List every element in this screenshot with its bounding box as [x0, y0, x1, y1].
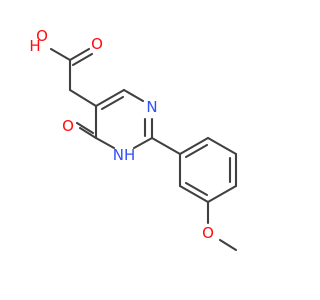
bond-c2-n3 [132, 136, 154, 150]
bond-c-ch2 [68, 88, 98, 108]
bond-ph1-ph2-inner [184, 143, 209, 159]
bond-c2-phenyl [150, 136, 182, 156]
atom-o-carbonyl-acid: O [91, 35, 103, 53]
bond-c-oh [49, 47, 72, 62]
atom-o-hydroxyl: O [36, 27, 48, 45]
bond-ph5-ph6 [178, 184, 210, 204]
canvas-background [0, 0, 300, 300]
bond-c-o-double-a [68, 47, 91, 62]
bond-c6-n1 [122, 88, 145, 103]
bond-c5-c6 [94, 88, 126, 108]
bond-o-ch3 [218, 238, 238, 252]
bond-n3-c4 [94, 136, 116, 150]
atom-o-carbonyl-ring: O [62, 117, 74, 135]
atom-o-ether: O [202, 224, 214, 242]
bonds [49, 47, 238, 252]
atom-n-upper: N [146, 98, 157, 116]
molecule-structure: H O O N O NH O [0, 0, 300, 300]
bond-ph5-ph6-inner [184, 181, 209, 197]
atom-h-hydroxyl: H [29, 37, 40, 55]
atom-nh-ring: NH [113, 146, 136, 164]
bond-c-o-double-b [71, 52, 94, 67]
bond-ph2-ph3 [206, 136, 238, 156]
atom-labels: H O O N O NH O [29, 27, 214, 242]
bond-c4-o-b [75, 121, 95, 135]
bond-c5-c6-inner [100, 95, 125, 111]
bond-c4-o-a [78, 126, 98, 140]
bond-ph4-ph5 [206, 184, 238, 204]
bond-ph1-ph2 [178, 136, 210, 156]
